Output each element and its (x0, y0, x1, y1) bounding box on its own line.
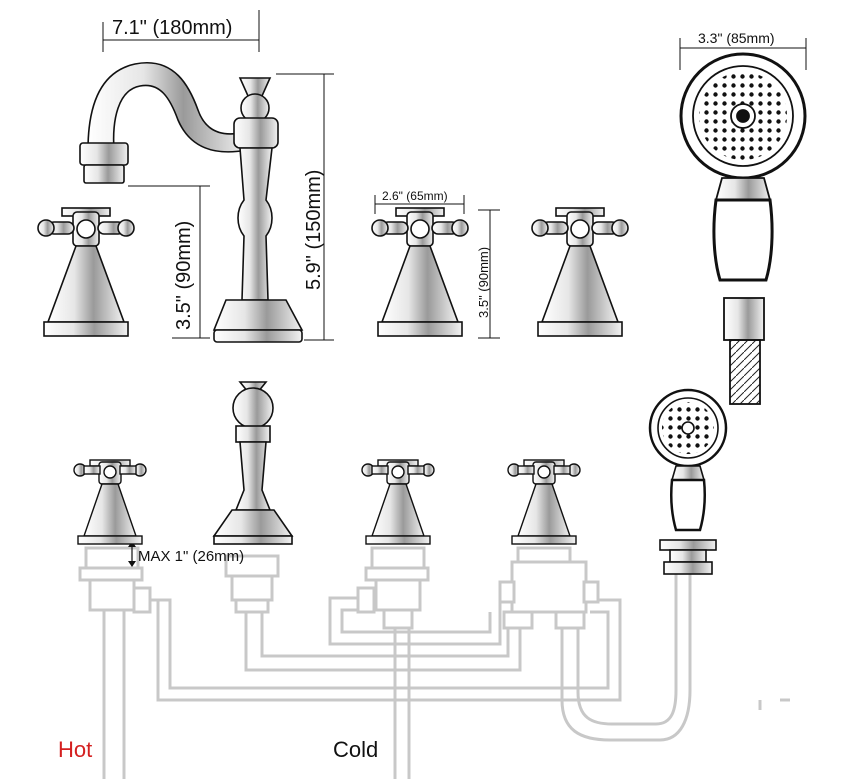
spout-length-label: 7.1" (180mm) (112, 17, 232, 39)
cold-label: Cold (333, 737, 378, 762)
spout-height-label: 3.5" (90mm) (173, 221, 195, 330)
spout-faucet (79, 61, 304, 343)
valve-fittings (78, 546, 572, 630)
dimension-spout-length: 7.1" (180mm) (102, 10, 260, 52)
deck-thickness-label: MAX 1" (26mm) (138, 548, 244, 565)
dimension-deck-thickness: MAX 1" (26mm) (128, 541, 244, 567)
handle-height-label: 3.5" (90mm) (476, 247, 491, 318)
dimension-handle-width: 2.6" (65mm) (374, 189, 465, 214)
hand-shower (679, 52, 807, 405)
cross-handle-2 (371, 207, 469, 337)
shower-head-label: 3.3" (85mm) (698, 30, 775, 46)
hot-label: Hot (58, 737, 92, 762)
cross-handle-1 (37, 207, 135, 337)
plumbing-pipes (102, 570, 790, 779)
cross-handle-3 (531, 207, 629, 337)
diverter-valve-block (498, 560, 600, 630)
dimension-spout-height: 3.5" (90mm) (128, 185, 210, 339)
bottom-hand-shower (648, 388, 728, 575)
dimension-body-height: 5.9" (150mm) (276, 73, 334, 341)
dimension-handle-height: 3.5" (90mm) (476, 209, 500, 339)
bottom-cross-handle-1 (73, 459, 147, 545)
bottom-cross-handle-3 (507, 459, 581, 545)
handle-width-label: 2.6" (65mm) (382, 189, 448, 203)
body-height-label: 5.9" (150mm) (303, 170, 325, 290)
bottom-cross-handle-2 (361, 459, 435, 545)
dimension-shower-head: 3.3" (85mm) (679, 30, 807, 70)
bottom-spout-column (212, 381, 294, 545)
